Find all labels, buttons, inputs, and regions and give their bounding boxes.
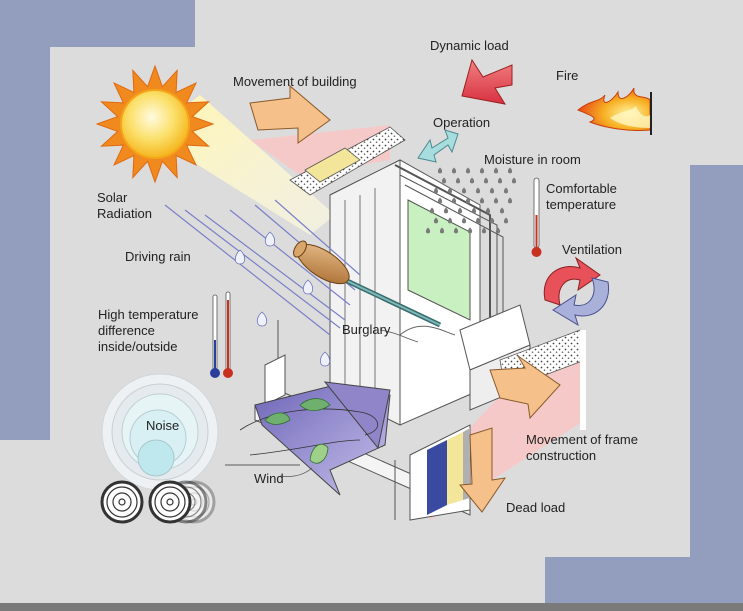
drop xyxy=(475,217,481,224)
label-high-temperature-difference: High temperature difference inside/outsi… xyxy=(98,307,199,354)
wheel-ring xyxy=(154,486,186,518)
drop xyxy=(507,197,513,204)
drop xyxy=(447,187,453,194)
drop xyxy=(511,177,517,184)
drop xyxy=(499,207,505,214)
drop xyxy=(453,227,459,234)
drop xyxy=(507,167,513,174)
drop xyxy=(433,187,439,194)
wheel-ring xyxy=(148,480,192,524)
drop xyxy=(475,187,481,194)
thermometer-icon xyxy=(531,177,542,257)
label-movement-of-building: Movement of building xyxy=(233,74,357,89)
drop xyxy=(437,197,443,204)
drop xyxy=(437,167,443,174)
drop xyxy=(447,217,453,224)
wheel-ring xyxy=(160,492,180,512)
label-ventilation: Ventilation xyxy=(562,242,622,257)
drop xyxy=(485,207,491,214)
drop xyxy=(234,249,246,265)
drop xyxy=(461,187,467,194)
drop xyxy=(439,227,445,234)
drop xyxy=(429,207,435,214)
label-operation: Operation xyxy=(433,115,491,130)
drop xyxy=(451,167,457,174)
label-dynamic-load: Dynamic load xyxy=(430,38,509,53)
movement-of-frame-arrow xyxy=(489,355,561,420)
raindrops xyxy=(234,231,331,367)
label-driving-rain: Driving rain xyxy=(125,249,191,264)
label-wind: Wind xyxy=(254,471,284,486)
drop xyxy=(497,177,503,184)
label-solar-radiation: Solar Radiation xyxy=(97,190,152,221)
drop xyxy=(433,217,439,224)
movement-of-building-arrow xyxy=(249,84,331,144)
drop xyxy=(461,217,467,224)
label-noise: Noise xyxy=(146,418,180,433)
label-moisture-in-room: Moisture in room xyxy=(484,152,581,167)
drop xyxy=(495,227,501,234)
sun-icon xyxy=(95,64,215,184)
moisture-droplets xyxy=(425,167,517,234)
drop xyxy=(451,197,457,204)
ventilation-arrows-icon xyxy=(543,256,610,327)
label-dead-load: Dead load xyxy=(506,500,566,515)
wind-arrow xyxy=(225,381,391,496)
fire-icon xyxy=(577,87,652,135)
drop xyxy=(503,187,509,194)
label-fire: Fire xyxy=(556,68,579,83)
dead-load-arrow xyxy=(459,427,507,513)
leader-lines xyxy=(279,329,419,477)
drop xyxy=(425,227,431,234)
label-comfortable-temperature: Comfortable temperature xyxy=(546,181,617,212)
car-wheels-icon xyxy=(100,480,216,524)
screwdriver-icon xyxy=(293,240,456,336)
drop xyxy=(467,227,473,234)
drop xyxy=(493,197,499,204)
label-movement-of-frame-construction: Movement of frame construction xyxy=(526,432,638,463)
drop xyxy=(479,197,485,204)
wheel-ring xyxy=(100,480,144,524)
drop xyxy=(264,231,276,247)
drop xyxy=(493,167,499,174)
drop xyxy=(471,207,477,214)
drop xyxy=(489,187,495,194)
thermometer-pair-icon xyxy=(210,291,233,378)
drop xyxy=(465,197,471,204)
drop xyxy=(457,207,463,214)
wheel-ring xyxy=(106,486,138,518)
operation-arrow xyxy=(417,129,459,163)
drop xyxy=(503,217,509,224)
wheel-ring xyxy=(166,498,174,506)
drop xyxy=(441,177,447,184)
wheel-ring xyxy=(112,492,132,512)
drop xyxy=(483,177,489,184)
drop xyxy=(481,227,487,234)
drop xyxy=(455,177,461,184)
leaf-icons xyxy=(264,398,331,464)
drop xyxy=(443,207,449,214)
drop xyxy=(489,217,495,224)
noise-waves xyxy=(101,373,219,491)
drop xyxy=(319,351,331,367)
drop xyxy=(302,279,314,295)
drop xyxy=(469,177,475,184)
window-assembly xyxy=(254,126,586,521)
drop xyxy=(479,167,485,174)
drop xyxy=(256,311,268,327)
label-burglary: Burglary xyxy=(342,322,391,337)
dynamic-load-arrow xyxy=(461,58,513,105)
wheel-ring xyxy=(118,498,126,506)
drop xyxy=(465,167,471,174)
